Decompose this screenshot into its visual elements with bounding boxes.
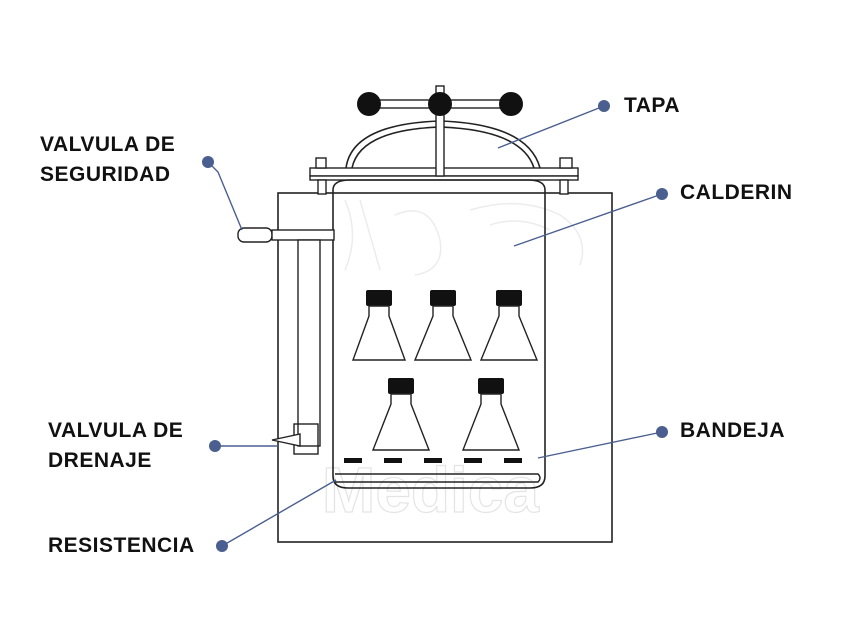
calderin-vessel	[332, 179, 546, 489]
handle-knob-center	[428, 92, 452, 116]
flasks	[352, 290, 539, 451]
callout-line-bandeja	[537, 431, 663, 459]
label-valvula-seguridad-line2: SEGURIDAD	[40, 163, 171, 186]
label-bandeja: BANDEJA	[680, 419, 786, 442]
drain-valve	[271, 423, 319, 455]
callout-dot-valvula-seguridad	[202, 156, 214, 168]
label-valvula-drenaje-line1: VALVULA DE	[48, 419, 184, 442]
flask	[413, 290, 473, 361]
watermark: Medica	[321, 199, 584, 527]
callout-dot-tapa	[598, 100, 610, 112]
flask	[371, 378, 431, 451]
callout-dot-calderin	[656, 188, 668, 200]
label-valvula-drenaje-line2: DRENAJE	[48, 449, 152, 472]
flask	[352, 290, 406, 361]
label-calderin: CALDERIN	[680, 181, 793, 204]
callout-line-calderin	[513, 193, 663, 247]
callouts	[202, 100, 668, 552]
flask	[479, 290, 539, 361]
lid-handle	[357, 85, 523, 177]
callout-dot-resistencia	[216, 540, 228, 552]
callout-dot-bandeja	[656, 426, 668, 438]
handle-knob-right	[499, 92, 523, 116]
callout-line-valvula-seguridad	[207, 161, 243, 231]
resistencia-element	[335, 473, 541, 483]
flask	[461, 378, 521, 451]
safety-valve	[237, 227, 335, 447]
handle-knob-left	[357, 92, 381, 116]
label-resistencia: RESISTENCIA	[48, 534, 195, 557]
watermark-text: Medica	[322, 454, 539, 526]
label-tapa: TAPA	[624, 94, 681, 117]
callout-dot-valvula-drenaje	[209, 440, 221, 452]
callout-line-tapa	[497, 105, 605, 149]
callout-line-resistencia	[221, 479, 337, 547]
label-valvula-seguridad-line1: VALVULA DE	[40, 133, 176, 156]
bandeja-tray	[344, 458, 522, 463]
cabinet-body	[277, 192, 613, 543]
